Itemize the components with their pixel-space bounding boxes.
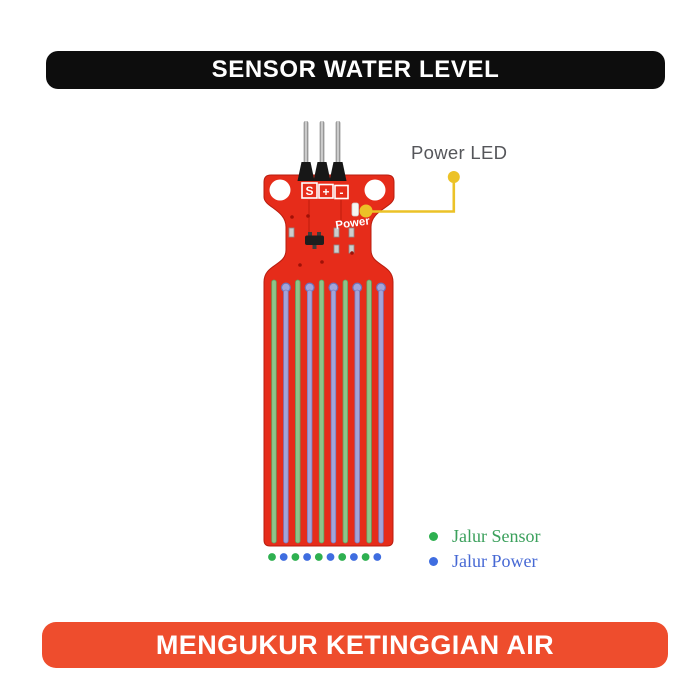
transistor [305, 235, 324, 245]
power-led-callout [359, 171, 460, 218]
legend-sensor-label: Jalur Sensor [452, 526, 541, 546]
trace-group [271, 279, 387, 544]
sensor-trace [318, 279, 325, 544]
pin-header-base [297, 162, 347, 181]
callout-endpoint-dot [447, 171, 460, 183]
power-silkscreen-label: Power [335, 215, 371, 232]
callout-line [368, 180, 456, 213]
power-trace [330, 289, 337, 544]
transistor-leg [308, 232, 312, 237]
via [290, 215, 294, 219]
sensor-indicator-dot [291, 553, 300, 561]
via [298, 263, 302, 267]
sensor-trace [295, 279, 301, 544]
sensor-indicator-dot [338, 553, 347, 561]
pinout-labels: S + - [301, 182, 349, 200]
pin-label-plus: + [322, 185, 329, 199]
pin-metal [335, 121, 341, 167]
sensor-trace [342, 279, 349, 544]
power-indicator-dot [303, 553, 311, 561]
power-trace [378, 289, 384, 544]
legend-item: Jalur Sensor [429, 526, 541, 546]
callout-led-dot [359, 204, 373, 218]
via [350, 251, 354, 255]
sensor-indicator-dot [314, 553, 323, 561]
transistor-leg [312, 244, 317, 249]
sensor-trace [366, 279, 372, 544]
pin-label-box [301, 182, 318, 199]
sensor-indicator-dot [268, 553, 276, 561]
pcb-route [340, 200, 352, 223]
mounting-hole [269, 179, 291, 201]
pin-base [313, 162, 331, 181]
power-led-callout-label: Power LED [411, 142, 508, 163]
power-indicator-dot [279, 553, 288, 561]
pin-metal [303, 121, 309, 167]
pin-metal [319, 121, 325, 167]
sensor-indicator-dot [361, 553, 370, 561]
smd-components [288, 214, 355, 267]
power-trace [354, 289, 360, 544]
title-banner-label: SENSOR WATER LEVEL [211, 56, 500, 83]
resistor-pad [288, 227, 295, 238]
power-indicator-dot [350, 553, 358, 561]
pin-base [329, 162, 347, 181]
mounting-hole [364, 179, 386, 201]
legend-sensor-bullet [429, 532, 438, 541]
via [320, 260, 324, 264]
legend-power-label: Jalur Power [452, 551, 538, 571]
title-banner: SENSOR WATER LEVEL [46, 51, 665, 89]
pin-label-minus: - [340, 186, 344, 200]
legend-power-bullet [429, 557, 438, 566]
power-trace [283, 289, 289, 544]
power-indicator-dot [373, 553, 382, 561]
power-led [351, 202, 359, 217]
caption-banner-label: MENGUKUR KETINGGIAN AIR [155, 629, 555, 660]
power-indicator-dot [326, 553, 335, 561]
pin-base [297, 162, 315, 181]
via [306, 214, 310, 218]
pin-label-s: S [305, 184, 313, 198]
resistor-pad [333, 244, 340, 254]
legend: Jalur Sensor Jalur Power [429, 526, 541, 577]
resistor-pad [348, 227, 355, 238]
caption-banner: MENGUKUR KETINGGIAN AIR [42, 622, 668, 668]
legend-item: Jalur Power [429, 551, 541, 571]
power-trace [306, 289, 313, 544]
pin-label-box [318, 183, 334, 199]
sensor-trace [271, 279, 277, 544]
resistor-pad [333, 227, 340, 238]
pin-label-box [334, 184, 349, 200]
header-pins [303, 121, 341, 167]
transistor-leg [317, 232, 321, 237]
dot-group [268, 553, 382, 561]
